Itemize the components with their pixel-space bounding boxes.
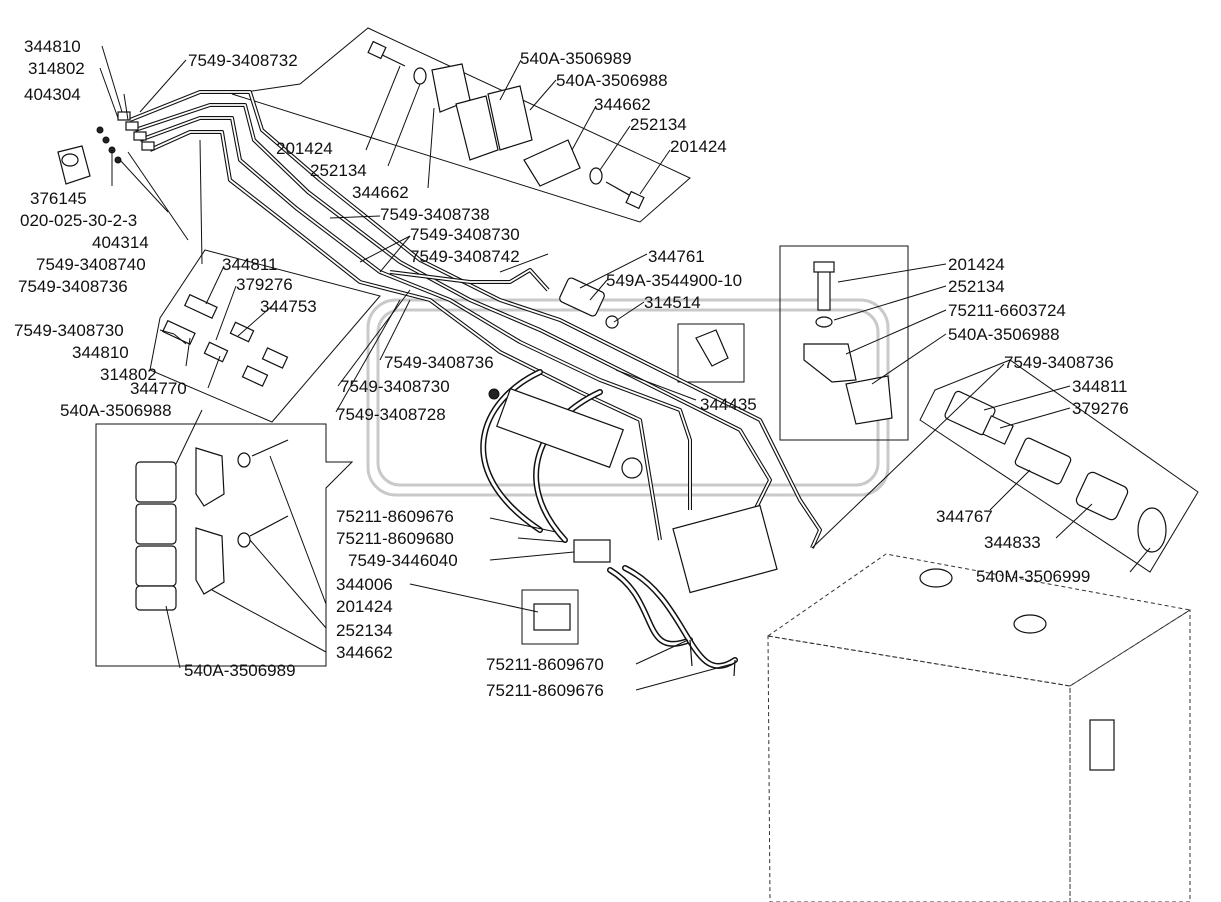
label-7549-3408728: 7549-3408728 (336, 405, 446, 424)
label-252134-bottom: 252134 (336, 621, 393, 640)
valve-components (488, 277, 778, 631)
clamp-set-top-parts (367, 40, 645, 210)
label-75211-8609670: 75211-8609670 (486, 655, 604, 674)
label-344811-right: 344811 (1072, 377, 1127, 396)
leader-lines (99, 45, 1151, 691)
label-344810-left: 344810 (72, 343, 129, 362)
part-labels: 344810 314802 404304 376145 020-025-30-2… (14, 37, 1129, 700)
label-344662-top-right: 344662 (594, 95, 651, 114)
clamp-set-bottom-parts (135, 439, 289, 611)
label-201424-top-right: 201424 (670, 137, 727, 156)
valve-fitting-frame (677, 323, 745, 383)
label-7549-3408730-left: 7549-3408730 (14, 321, 124, 340)
label-75211-6603724: 75211-6603724 (948, 301, 1066, 320)
fitting-set-right-parts (944, 390, 1167, 553)
label-540A-3506988-top: 540A-3506988 (556, 71, 668, 90)
label-7549-3408732: 7549-3408732 (188, 51, 298, 70)
label-252134-right: 252134 (948, 277, 1005, 296)
clamp-set-top-frame (231, 27, 691, 223)
label-376145: 376145 (30, 189, 87, 208)
label-344811-left: 344811 (222, 255, 277, 274)
label-344435: 344435 (700, 395, 757, 414)
hose-fitting-frame (521, 589, 579, 645)
label-344753: 344753 (260, 297, 317, 316)
pipelines (129, 90, 822, 549)
label-344810-top: 344810 (24, 37, 81, 56)
label-540A-3506989-top: 540A-3506989 (520, 49, 632, 68)
label-344761: 344761 (648, 247, 705, 266)
label-379276-left: 379276 (236, 275, 293, 294)
label-201424-top-left: 201424 (276, 139, 333, 158)
label-540A-3506989-bottom: 540A-3506989 (184, 661, 296, 680)
label-344767: 344767 (936, 507, 993, 526)
label-344662-top-left: 344662 (352, 183, 409, 202)
label-020-025-30-2-3: 020-025-30-2-3 (20, 211, 137, 230)
fitting-set-left-frame (149, 249, 381, 423)
label-252134-top-left: 252134 (310, 161, 367, 180)
label-75211-8609676-top: 75211-8609676 (336, 507, 454, 526)
label-75211-8609680: 75211-8609680 (336, 529, 454, 548)
label-201424-right: 201424 (948, 255, 1005, 274)
label-7549-3408738: 7549-3408738 (380, 205, 490, 224)
label-7549-3408742: 7549-3408742 (410, 247, 520, 266)
label-540A-3506988-right: 540A-3506988 (948, 325, 1060, 344)
label-540A-3506988-left: 540A-3506988 (60, 401, 172, 420)
label-404304: 404304 (24, 85, 81, 104)
label-344770: 344770 (130, 379, 187, 398)
label-252134-top-right: 252134 (630, 115, 687, 134)
fitting-set-left-parts (161, 293, 289, 387)
clamp-set-bottom-frame (95, 423, 354, 667)
label-379276-right: 379276 (1072, 399, 1129, 418)
label-344662-bottom: 344662 (336, 643, 393, 662)
label-549A-3544900-10: 549A-3544900-10 (606, 271, 742, 290)
label-7549-3408736-right: 7549-3408736 (1004, 353, 1114, 372)
label-7549-3408730-top: 7549-3408730 (410, 225, 520, 244)
label-7549-3408736-mid: 7549-3408736 (384, 353, 494, 372)
coupling-block (57, 111, 155, 185)
label-7549-3446040: 7549-3446040 (348, 551, 458, 570)
label-314802-left: 314802 (100, 365, 157, 384)
label-314802-top: 314802 (28, 59, 85, 78)
label-7549-3408740: 7549-3408740 (36, 255, 146, 274)
oil-tank (766, 553, 1192, 902)
label-344006: 344006 (336, 575, 393, 594)
clamp-set-right-frame (779, 245, 909, 441)
label-7549-3408736-left: 7549-3408736 (18, 277, 128, 296)
label-75211-8609676-bottom: 75211-8609676 (486, 681, 604, 700)
label-314514: 314514 (644, 293, 701, 312)
label-7549-3408730-mid: 7549-3408730 (340, 377, 450, 396)
label-404314: 404314 (92, 233, 149, 252)
hoses (480, 369, 738, 677)
clamp-set-right-parts (803, 261, 893, 425)
label-344833: 344833 (984, 533, 1041, 552)
fitting-set-right-frame (919, 359, 1199, 573)
label-201424-bottom: 201424 (336, 597, 393, 616)
label-540M-3506999: 540M-3506999 (976, 567, 1090, 586)
